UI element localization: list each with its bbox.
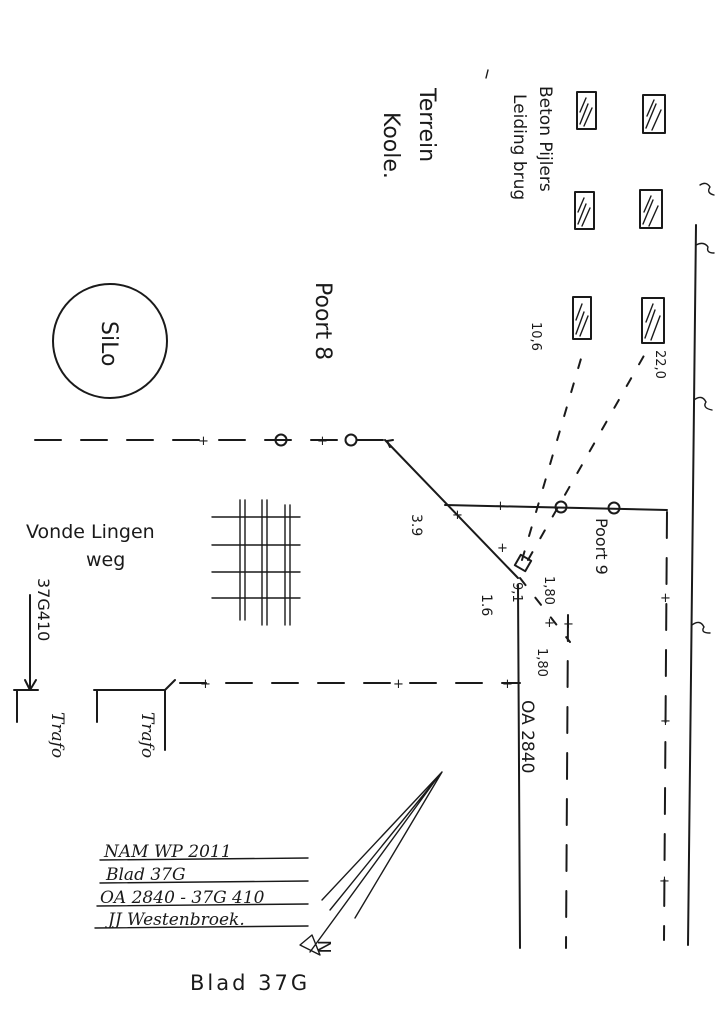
fence-cross-5: + [660,714,671,729]
poort9-fence: + + + + [444,499,671,941]
fence-post-4 [607,501,621,515]
koole-label: Koole. [378,112,403,179]
pillar-1 [576,91,597,130]
trafo-left: Trafo [13,689,67,758]
trafo-left-label: Trafo [47,712,67,758]
fence-cross-6: + [659,874,670,889]
pillar-5 [572,296,592,340]
measurement-1-6: 1.6 [478,594,494,616]
trafo-right-label: Trafo [137,712,157,758]
fence-post-3 [554,500,568,514]
fence-post-1 [274,433,288,447]
arrow-37g410: 37G410 [24,578,53,691]
north-arrow: N [299,771,443,956]
fence-cross-3: + [495,499,506,514]
fence-cross-10: + [563,617,574,632]
title-block: NAM WP 2011 Blad 37G OA 2840 - 37G 410 J… [94,842,309,930]
measurement-3-9: 3.9 [408,514,424,536]
fence-cross-1: + [198,434,209,449]
north-symbol: N [313,940,334,953]
measurement-point [513,553,533,573]
pillar-2 [642,94,666,134]
title-line-3: OA 2840 - 37G 410 [100,888,265,908]
oa2840-label: OA 2840 [517,700,537,773]
lower-fence: + + + [179,677,521,692]
poort9-label: Poort 9 [592,518,611,575]
line-cross-1: + [452,508,463,523]
fence-cross-7: + [200,677,211,692]
measurement-1-80-top: 1,80 [541,576,556,605]
track-grid [211,499,301,626]
poort8-fence: + + [34,433,386,449]
poort8-label: Poort 8 [310,282,335,360]
fence-cross-2: + [317,434,328,449]
weg-label: weg [86,549,125,571]
measurement-10-6: 10,6 [528,322,543,351]
blad-footer: Blad 37G [190,971,310,995]
fence-cross-4: + [660,591,671,606]
title-line-1: NAM WP 2011 [103,842,232,862]
measurement-9-1: 9,1 [509,582,524,603]
boundary-lines [485,69,697,946]
fence-post-2 [344,433,358,447]
boundary-squiggles [691,182,715,634]
measurement-lines: + + + [384,344,651,643]
ref-37g410-label: 37G410 [34,578,53,641]
vonde-lingen-label: Vonde Lingen [26,521,155,543]
line-cross-2: + [497,541,508,556]
trafo-right: Trafo [93,679,176,758]
pillar-4 [639,189,663,229]
title-line-4: JJ Westenbroek. [105,910,245,930]
leiding-brug-label: Leiding brug [509,94,529,200]
measurement-1-80-bottom: 1,80 [534,648,549,677]
terrein-label: Terrein [414,87,439,162]
silo-label: SiLo [96,321,121,366]
title-line-2: Blad 37G [105,865,186,885]
fence-cross-8: + [393,677,404,692]
silo: SiLo [52,283,168,399]
beton-pijlers-label: Beton Pijlers [535,86,555,192]
pillar-6 [641,297,665,344]
concrete-pillars [572,91,666,344]
line-cross-3: + [544,616,555,631]
center-lines: + [517,584,574,949]
pillar-3 [574,191,595,230]
measurement-22-0: 22,0 [652,350,667,379]
fence-cross-9: + [502,677,513,692]
